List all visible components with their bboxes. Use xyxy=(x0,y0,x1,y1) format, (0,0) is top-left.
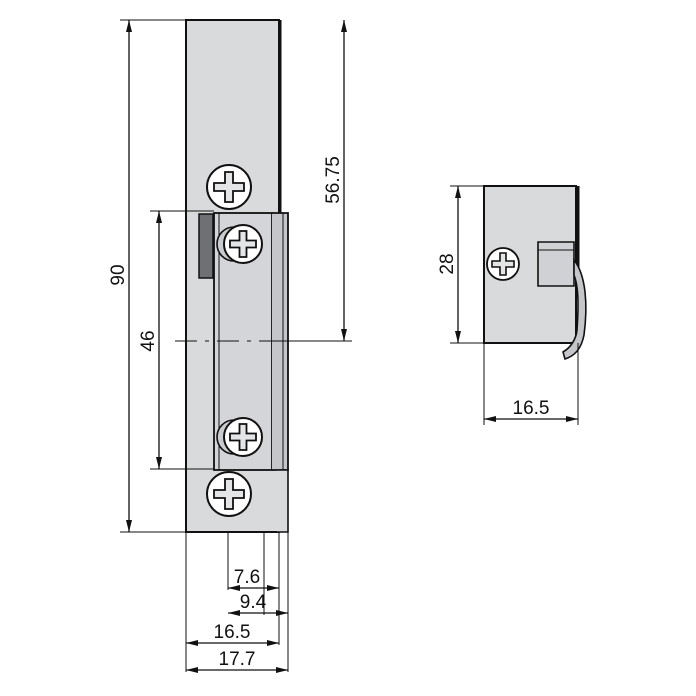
dim-side-width: 16.5 xyxy=(513,398,550,419)
dim-overall-width: 17.7 xyxy=(219,649,256,670)
phillips-screw-icon xyxy=(216,417,263,457)
dim-strike-length: 46 xyxy=(138,330,159,351)
geometry-layer xyxy=(120,19,587,673)
phillips-screw-icon xyxy=(206,471,252,517)
dim-overall-height: 90 xyxy=(108,264,129,285)
side-view-latch xyxy=(537,241,575,287)
keeper-stripe xyxy=(198,213,214,279)
dim-side-height: 28 xyxy=(437,253,458,274)
plate-tab xyxy=(277,469,289,533)
phillips-screw-icon xyxy=(216,224,263,264)
side-view-spring xyxy=(562,257,587,361)
dim-plate-width: 16.5 xyxy=(214,622,251,643)
dim-offset-a: 7.6 xyxy=(234,567,260,588)
dim-screw-spacing: 56.75 xyxy=(323,156,344,204)
phillips-screw-icon xyxy=(486,247,520,281)
dim-offset-b: 9.4 xyxy=(240,592,267,613)
phillips-screw-icon xyxy=(206,164,252,210)
